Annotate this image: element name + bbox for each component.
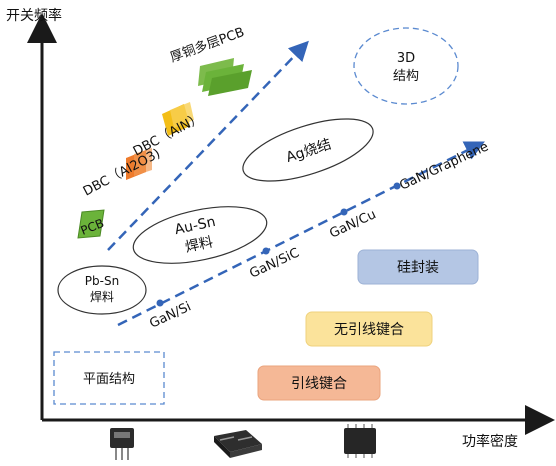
silicon-encap-box: [357, 249, 479, 285]
silicon-encap-label: 硅封装: [397, 260, 439, 276]
planar-structure-box: [53, 351, 165, 405]
leadless-bond-label: 无引线键合: [334, 322, 404, 338]
gan-sic-point: [262, 247, 270, 255]
x-axis-label: 功率密度: [462, 433, 518, 450]
leadless-bond-box: [305, 311, 433, 347]
gan-graphene-point: [393, 182, 401, 190]
dbc-al2o3-chip-icon: [126, 148, 152, 180]
3d-label-line1: 3D: [397, 51, 415, 66]
gan-cu-label: GaN/Cu: [327, 207, 378, 242]
lead-bond-box: [257, 365, 381, 401]
thick-copper-label: 厚铜多层PCB: [168, 24, 247, 66]
gan-si-point: [156, 299, 164, 307]
qfn-chip-icon: [344, 424, 376, 458]
ausn-label-line2: 焊料: [184, 234, 215, 255]
gan-cu-point: [340, 208, 348, 216]
dbc-al2o3-label: DBC（Al2O3): [81, 146, 163, 199]
pbsn-solder-ellipse: [57, 265, 147, 315]
pcb-chip-icon: [77, 209, 105, 239]
gan-graphene-label: GaN/Graphene: [397, 139, 491, 193]
dbc-aln-chip-icon: [162, 102, 194, 136]
smd-module-icon: [214, 430, 262, 458]
device-trend-line: [117, 141, 485, 327]
3d-structure-ellipse: [353, 27, 459, 105]
lead-bond-label: 引线键合: [291, 376, 347, 392]
planar-label: 平面结构: [83, 372, 135, 387]
ag-sinter-ellipse: [242, 118, 374, 182]
substrate-trend-line: [107, 40, 309, 251]
pbsn-label-line1: Pb-Sn: [85, 274, 119, 288]
gan-sic-label: GaN/SiC: [247, 246, 301, 282]
y-axis-label: 开关频率: [6, 7, 62, 24]
gan-si-label: GaN/Si: [147, 299, 193, 331]
ausn-solder-ellipse: [132, 206, 268, 264]
pbsn-label-line2: 焊料: [90, 289, 114, 304]
to-package-icon: [110, 428, 134, 460]
3d-label-line2: 结构: [393, 69, 419, 84]
thick-copper-chip-icon: [198, 58, 252, 96]
